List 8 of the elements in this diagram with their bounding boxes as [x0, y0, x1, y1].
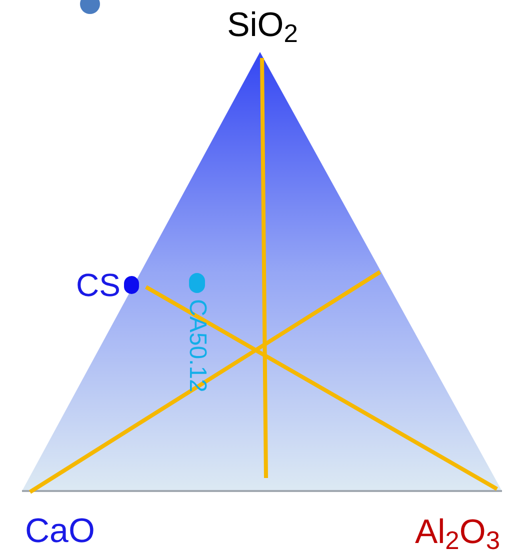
axis-label: CA50.12: [185, 299, 209, 392]
axis-label: CS: [76, 269, 120, 301]
axis-label: SiO$_{2}$: [227, 8, 298, 42]
axis-label: CaO: [25, 514, 95, 548]
tie-line: [28, 270, 382, 494]
tie-line: [145, 285, 498, 491]
tie-line: [260, 58, 268, 478]
axis-label: Al$_{2}$O$_{3}$: [414, 515, 500, 549]
